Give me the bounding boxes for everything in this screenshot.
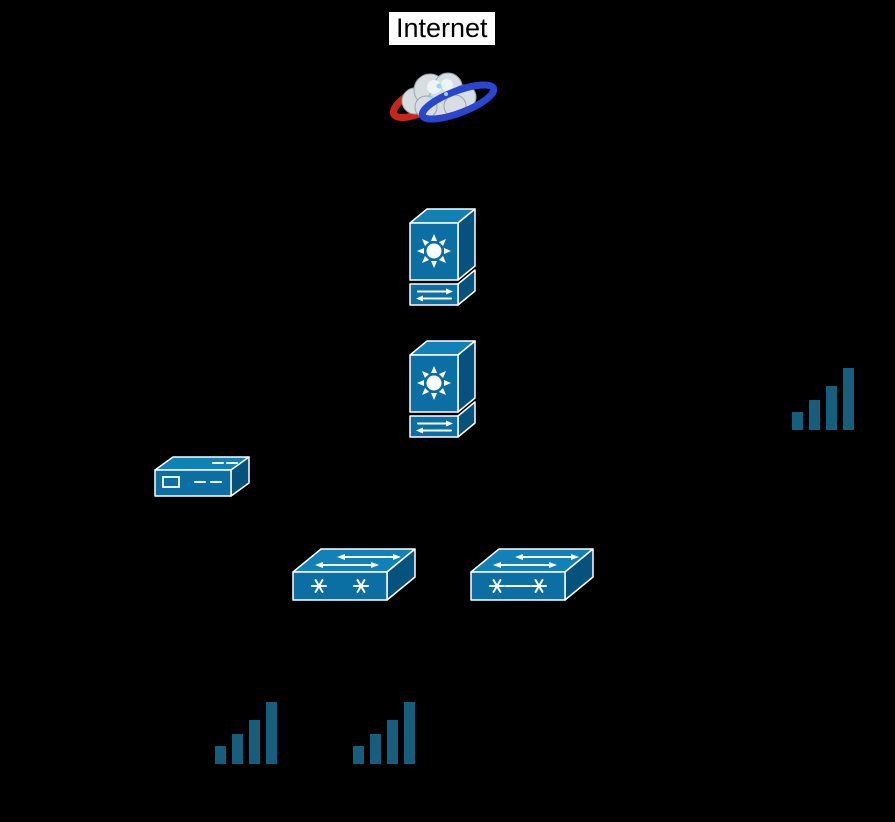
router-icon [154,456,250,497]
signal-bars-icon [353,702,415,764]
node-signal-bars-bottom-center [353,700,419,769]
internet-label: Internet [389,12,495,45]
node-core-switch-lower [405,338,480,445]
node-signal-bars-right [792,366,858,435]
node-access-switch-left [287,542,421,615]
switch-icon [470,548,594,601]
internet-cloud-icon [389,72,498,123]
switch-icon [292,548,416,601]
node-router-appliance [151,454,253,507]
node-access-switch-right [465,542,599,615]
multilayer-switch-icon [409,340,476,438]
signal-bars-icon [215,702,277,764]
node-core-switch-upper [405,206,480,313]
multilayer-switch-icon [409,208,476,306]
node-internet-cloud [384,56,500,141]
signal-bars-icon [792,368,854,430]
node-signal-bars-bottom-left [215,700,281,769]
